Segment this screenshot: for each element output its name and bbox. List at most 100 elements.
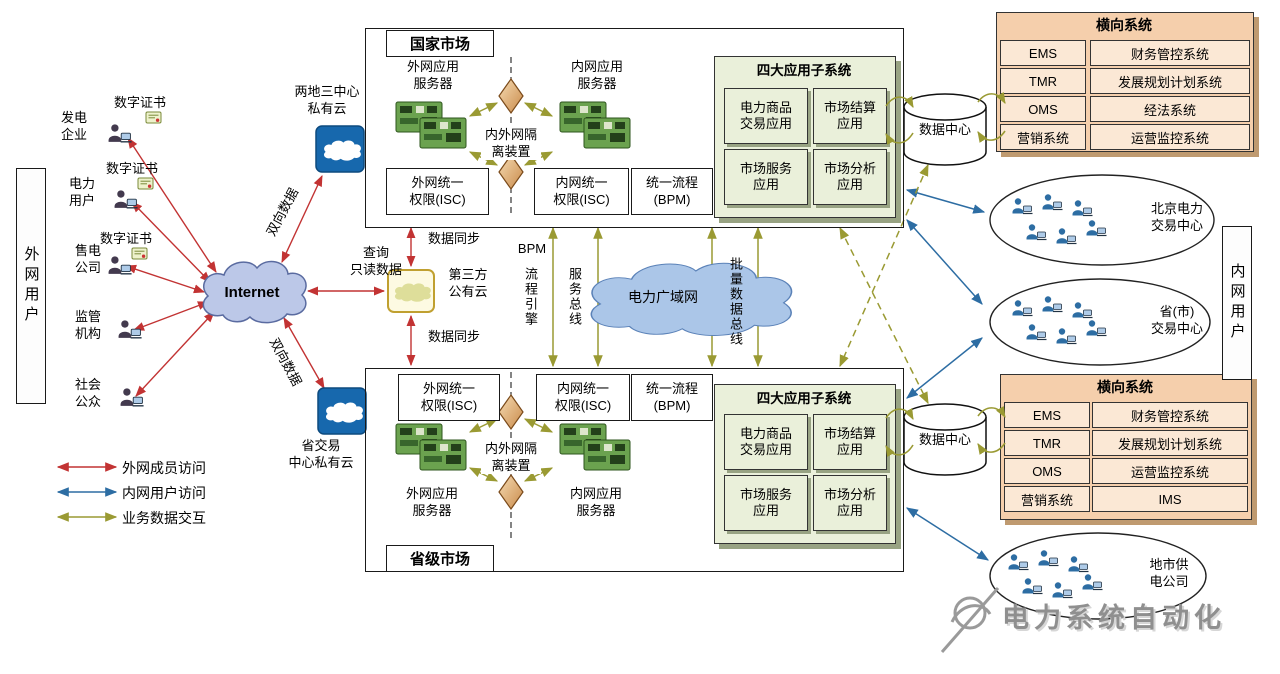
system-cell-oms: OMS bbox=[1004, 458, 1090, 484]
subsystem-cell: 市场服务 应用 bbox=[724, 475, 808, 531]
system-cell-monitoring: 运营监控系统 bbox=[1090, 124, 1250, 150]
bpm-engine-label-en: BPM bbox=[517, 241, 547, 256]
ext-app-server-label: 外网应用 服务器 bbox=[406, 59, 459, 91]
internal-users-panel: 内网用户 bbox=[1222, 226, 1252, 380]
private-cloud-bottom-label: 省交易 中心私有云 bbox=[288, 438, 354, 470]
legend-internal-label: 内网用户访问 bbox=[122, 485, 206, 501]
cert-label: 数字证书 bbox=[113, 95, 166, 110]
ext-auth-isc-box: 外网统一 权限(ISC) bbox=[386, 168, 489, 215]
system-cell-ims: IMS bbox=[1092, 486, 1248, 512]
system-cell-marketing: 营销系统 bbox=[1000, 124, 1086, 150]
int-app-server-label-bottom: 内网应用 服务器 bbox=[569, 486, 622, 518]
third-party-cloud-label: 第三方 公有云 bbox=[448, 267, 488, 299]
province-center-label: 省(市) 交易中心 bbox=[1150, 304, 1203, 336]
legend-arrows bbox=[56, 462, 118, 522]
batch-data-bus-label: 批量数据总线 bbox=[728, 257, 743, 347]
datacenter-cylinder-bottom bbox=[903, 403, 987, 476]
national-market-tab: 国家市场 bbox=[386, 30, 494, 57]
system-cell-finance: 财务管控系统 bbox=[1092, 402, 1248, 428]
system-cell-marketing: 营销系统 bbox=[1004, 486, 1090, 512]
user-label-generation: 发电 企业 bbox=[60, 110, 87, 142]
system-cell-legal: 经法系统 bbox=[1090, 96, 1250, 122]
subsystems-title-bottom: 四大应用子系统 bbox=[756, 391, 852, 406]
system-cell-ems: EMS bbox=[1004, 402, 1090, 428]
arrow-user4-internet bbox=[132, 301, 210, 331]
arrow-rack-diamond bbox=[523, 102, 554, 117]
legend-business-label: 业务数据交互 bbox=[122, 510, 206, 526]
ext-app-server-label-bottom: 外网应用 服务器 bbox=[405, 486, 458, 518]
certificate-icon bbox=[145, 111, 162, 124]
arrow-user3-internet bbox=[124, 264, 206, 294]
data-sync-label-top: 数据同步 bbox=[427, 231, 480, 246]
national-market-box bbox=[365, 28, 904, 228]
beijing-center-label: 北京电力 交易中心 bbox=[1150, 201, 1203, 233]
system-cell-ems: EMS bbox=[1000, 40, 1086, 66]
watermark-logo-icon bbox=[940, 587, 1000, 653]
subsystem-cell: 市场结算 应用 bbox=[813, 414, 887, 470]
arrow-national-beijing bbox=[905, 188, 986, 214]
arrow-internet-private-bottom bbox=[283, 317, 325, 389]
cert-label: 数字证书 bbox=[105, 161, 158, 176]
isolation-diamond bbox=[498, 393, 524, 431]
arrow-dashed-cross-2 bbox=[839, 163, 929, 368]
arrow-rack-diamond bbox=[468, 102, 499, 117]
certificate-icon bbox=[137, 177, 154, 190]
arrow-rack-diamond bbox=[468, 467, 499, 482]
watermark-text: 电力系统自动化 bbox=[1002, 603, 1226, 633]
subsystem-cell: 市场服务 应用 bbox=[724, 149, 808, 205]
user-label-consumer: 电力 用户 bbox=[68, 176, 95, 208]
arrow-provincial-province bbox=[906, 337, 983, 399]
subsystems-title-top: 四大应用子系统 bbox=[756, 63, 852, 78]
provincial-market-tab: 省级市场 bbox=[386, 545, 494, 572]
isolation-device-label-bottom: 内外网隔 离装置 bbox=[481, 441, 541, 475]
query-readonly-label: 查询 只读数据 bbox=[349, 245, 402, 277]
subsystem-cell: 市场分析 应用 bbox=[813, 475, 887, 531]
user-label-public: 社会 公众 bbox=[74, 377, 101, 409]
user-icon bbox=[107, 123, 133, 143]
bpm-process-box-bottom: 统一流程 (BPM) bbox=[631, 374, 713, 421]
user-label-retailer: 售电 公司 bbox=[74, 243, 101, 275]
datacenter-cylinder-top bbox=[903, 93, 987, 166]
arrow-rack-diamond bbox=[523, 418, 554, 433]
arrow-provincial-city bbox=[905, 507, 990, 561]
system-cell-planning: 发展规划计划系统 bbox=[1092, 430, 1248, 456]
wan-label: 电力广域网 bbox=[628, 289, 698, 305]
private-cloud-top-label: 两地三中心 私有云 bbox=[294, 84, 360, 116]
horizontal-systems-title-bottom: 横向系统 bbox=[1097, 379, 1153, 395]
bpm-process-box: 统一流程 (BPM) bbox=[631, 168, 713, 215]
third-party-cloud-icon bbox=[387, 269, 435, 313]
certificate-icon bbox=[131, 247, 148, 260]
subsystem-cell: 市场结算 应用 bbox=[813, 88, 887, 144]
isolation-diamond bbox=[498, 473, 524, 511]
arrow-rack-diamond bbox=[523, 467, 554, 482]
private-cloud-bottom-icon bbox=[317, 387, 367, 435]
system-cell-finance: 财务管控系统 bbox=[1090, 40, 1250, 66]
subsystem-cell: 电力商品 交易应用 bbox=[724, 414, 808, 470]
datacenter-label-bottom: 数据中心 bbox=[918, 432, 971, 447]
int-app-server-label: 内网应用 服务器 bbox=[570, 59, 623, 91]
provincial-market-box bbox=[365, 368, 904, 572]
internet-label: Internet bbox=[224, 284, 280, 301]
external-users-panel: 外网用户 bbox=[16, 168, 46, 404]
bpm-engine-label-cn: 流程引擎 bbox=[523, 267, 538, 327]
int-auth-isc-box-bottom: 内网统一 权限(ISC) bbox=[536, 374, 630, 421]
service-bus-label: 服务总线 bbox=[567, 267, 582, 327]
legend-external-label: 外网成员访问 bbox=[122, 460, 206, 476]
user-icon bbox=[113, 189, 139, 209]
arrow-user5-internet bbox=[135, 311, 215, 397]
arrow-internet-private-top bbox=[281, 174, 323, 264]
isolation-device-icons bbox=[498, 77, 524, 511]
system-cell-oms: OMS bbox=[1000, 96, 1086, 122]
isolation-diamond bbox=[498, 77, 524, 115]
horizontal-systems-title-top: 横向系统 bbox=[1096, 17, 1152, 33]
system-cell-monitoring: 运营监控系统 bbox=[1092, 458, 1248, 484]
user-icon bbox=[107, 255, 133, 275]
int-auth-isc-box: 内网统一 权限(ISC) bbox=[534, 168, 629, 215]
user-icon bbox=[117, 319, 143, 339]
internal-access-arrows bbox=[905, 188, 990, 561]
private-cloud-top-icon bbox=[315, 125, 365, 173]
isolation-diamond bbox=[498, 153, 524, 191]
isolation-device-label: 内外网隔 离装置 bbox=[481, 127, 541, 161]
